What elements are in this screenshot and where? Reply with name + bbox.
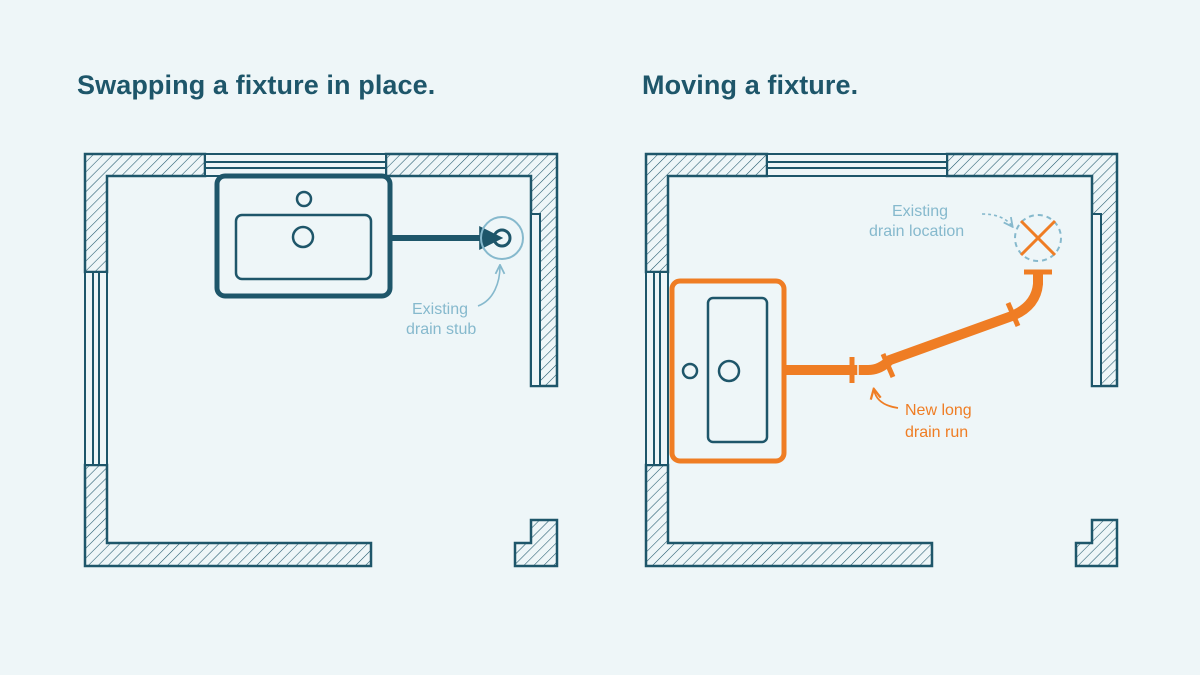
drain-stub-icon xyxy=(480,216,524,260)
wall-top-left xyxy=(83,152,207,274)
wall-corner-bottom-right xyxy=(513,518,559,568)
wall-corner-bottom-right xyxy=(1074,518,1119,568)
wall-bottom-left xyxy=(644,463,934,568)
window-left xyxy=(645,271,669,466)
drain-stub-label-line1: Existing xyxy=(412,301,468,318)
window-right xyxy=(1091,213,1102,387)
new-run-label-line2: drain run xyxy=(905,424,968,441)
drain-stub-label-line2: drain stub xyxy=(406,321,476,338)
window-top xyxy=(204,153,387,177)
window-left xyxy=(84,271,108,466)
window-right xyxy=(530,213,541,387)
drain-stub-arrow xyxy=(477,266,500,307)
long-drain-run xyxy=(784,269,1052,383)
left-panel-title: Swapping a fixture in place. xyxy=(77,70,436,100)
sink-moved xyxy=(669,278,787,464)
existing-location-label-line2: drain location xyxy=(869,223,964,240)
existing-location-arrow xyxy=(981,213,1012,226)
wall-bottom-left xyxy=(83,463,373,568)
right-floor-plan xyxy=(644,152,1119,568)
old-drain-x-icon xyxy=(1014,214,1062,262)
left-windows xyxy=(84,153,541,466)
right-windows xyxy=(645,153,1102,466)
sink-in-place xyxy=(214,173,393,299)
right-panel-title: Moving a fixture. xyxy=(642,70,859,100)
wall-top-left xyxy=(644,152,769,274)
new-run-arrow xyxy=(874,390,899,409)
window-top xyxy=(766,153,948,177)
new-run-label-line1: New long xyxy=(905,402,972,419)
existing-location-label-line1: Existing xyxy=(892,203,948,220)
